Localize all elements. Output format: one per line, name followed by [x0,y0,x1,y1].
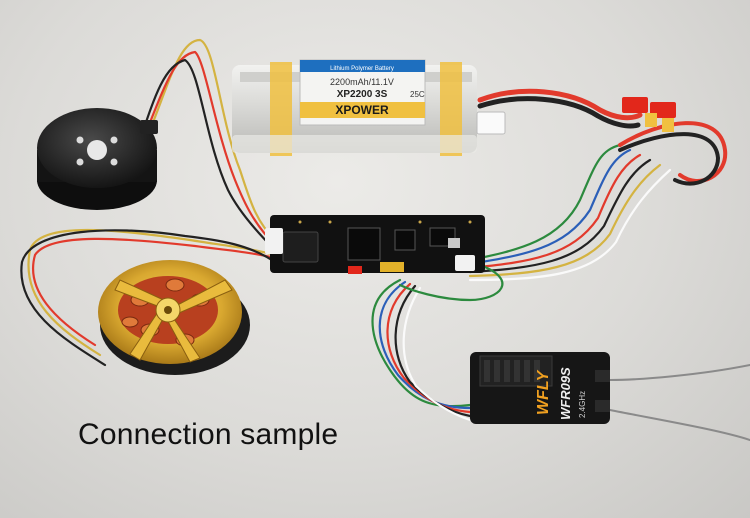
battery-type-text: Lithium Polymer Battery [330,66,394,72]
board-connector-left [265,228,283,254]
battery-capacity-text: 2200mAh/11.1V [330,77,394,87]
lipo-battery: 2200mAh/11.1V XP2200 3S XPOWER 25C Lithi… [232,59,506,156]
board-button [348,266,362,274]
receiver-band-text: 2.4GHz [578,391,587,418]
battery-rating-text: 25C [410,90,425,99]
gimbal-motor-black [37,108,158,210]
gimbal-controller-board [265,215,485,274]
receiver-brand-text: WFLY [535,370,552,415]
connection-caption: Connection sample [78,418,339,451]
brushless-motor-gold [98,260,250,375]
battery-brand-text: XPOWER [335,103,389,117]
board-connector-right [455,255,475,271]
rc-receiver: WFLY WFR09S 2.4GHz [470,352,610,424]
xt60-connector-pair [622,97,676,132]
wire-harness [20,38,750,441]
battery-model-text: XP2200 3S [337,89,388,100]
receiver-model-text: WFR09S [558,367,573,420]
balance-connector [476,111,506,135]
usb-port [448,238,460,248]
